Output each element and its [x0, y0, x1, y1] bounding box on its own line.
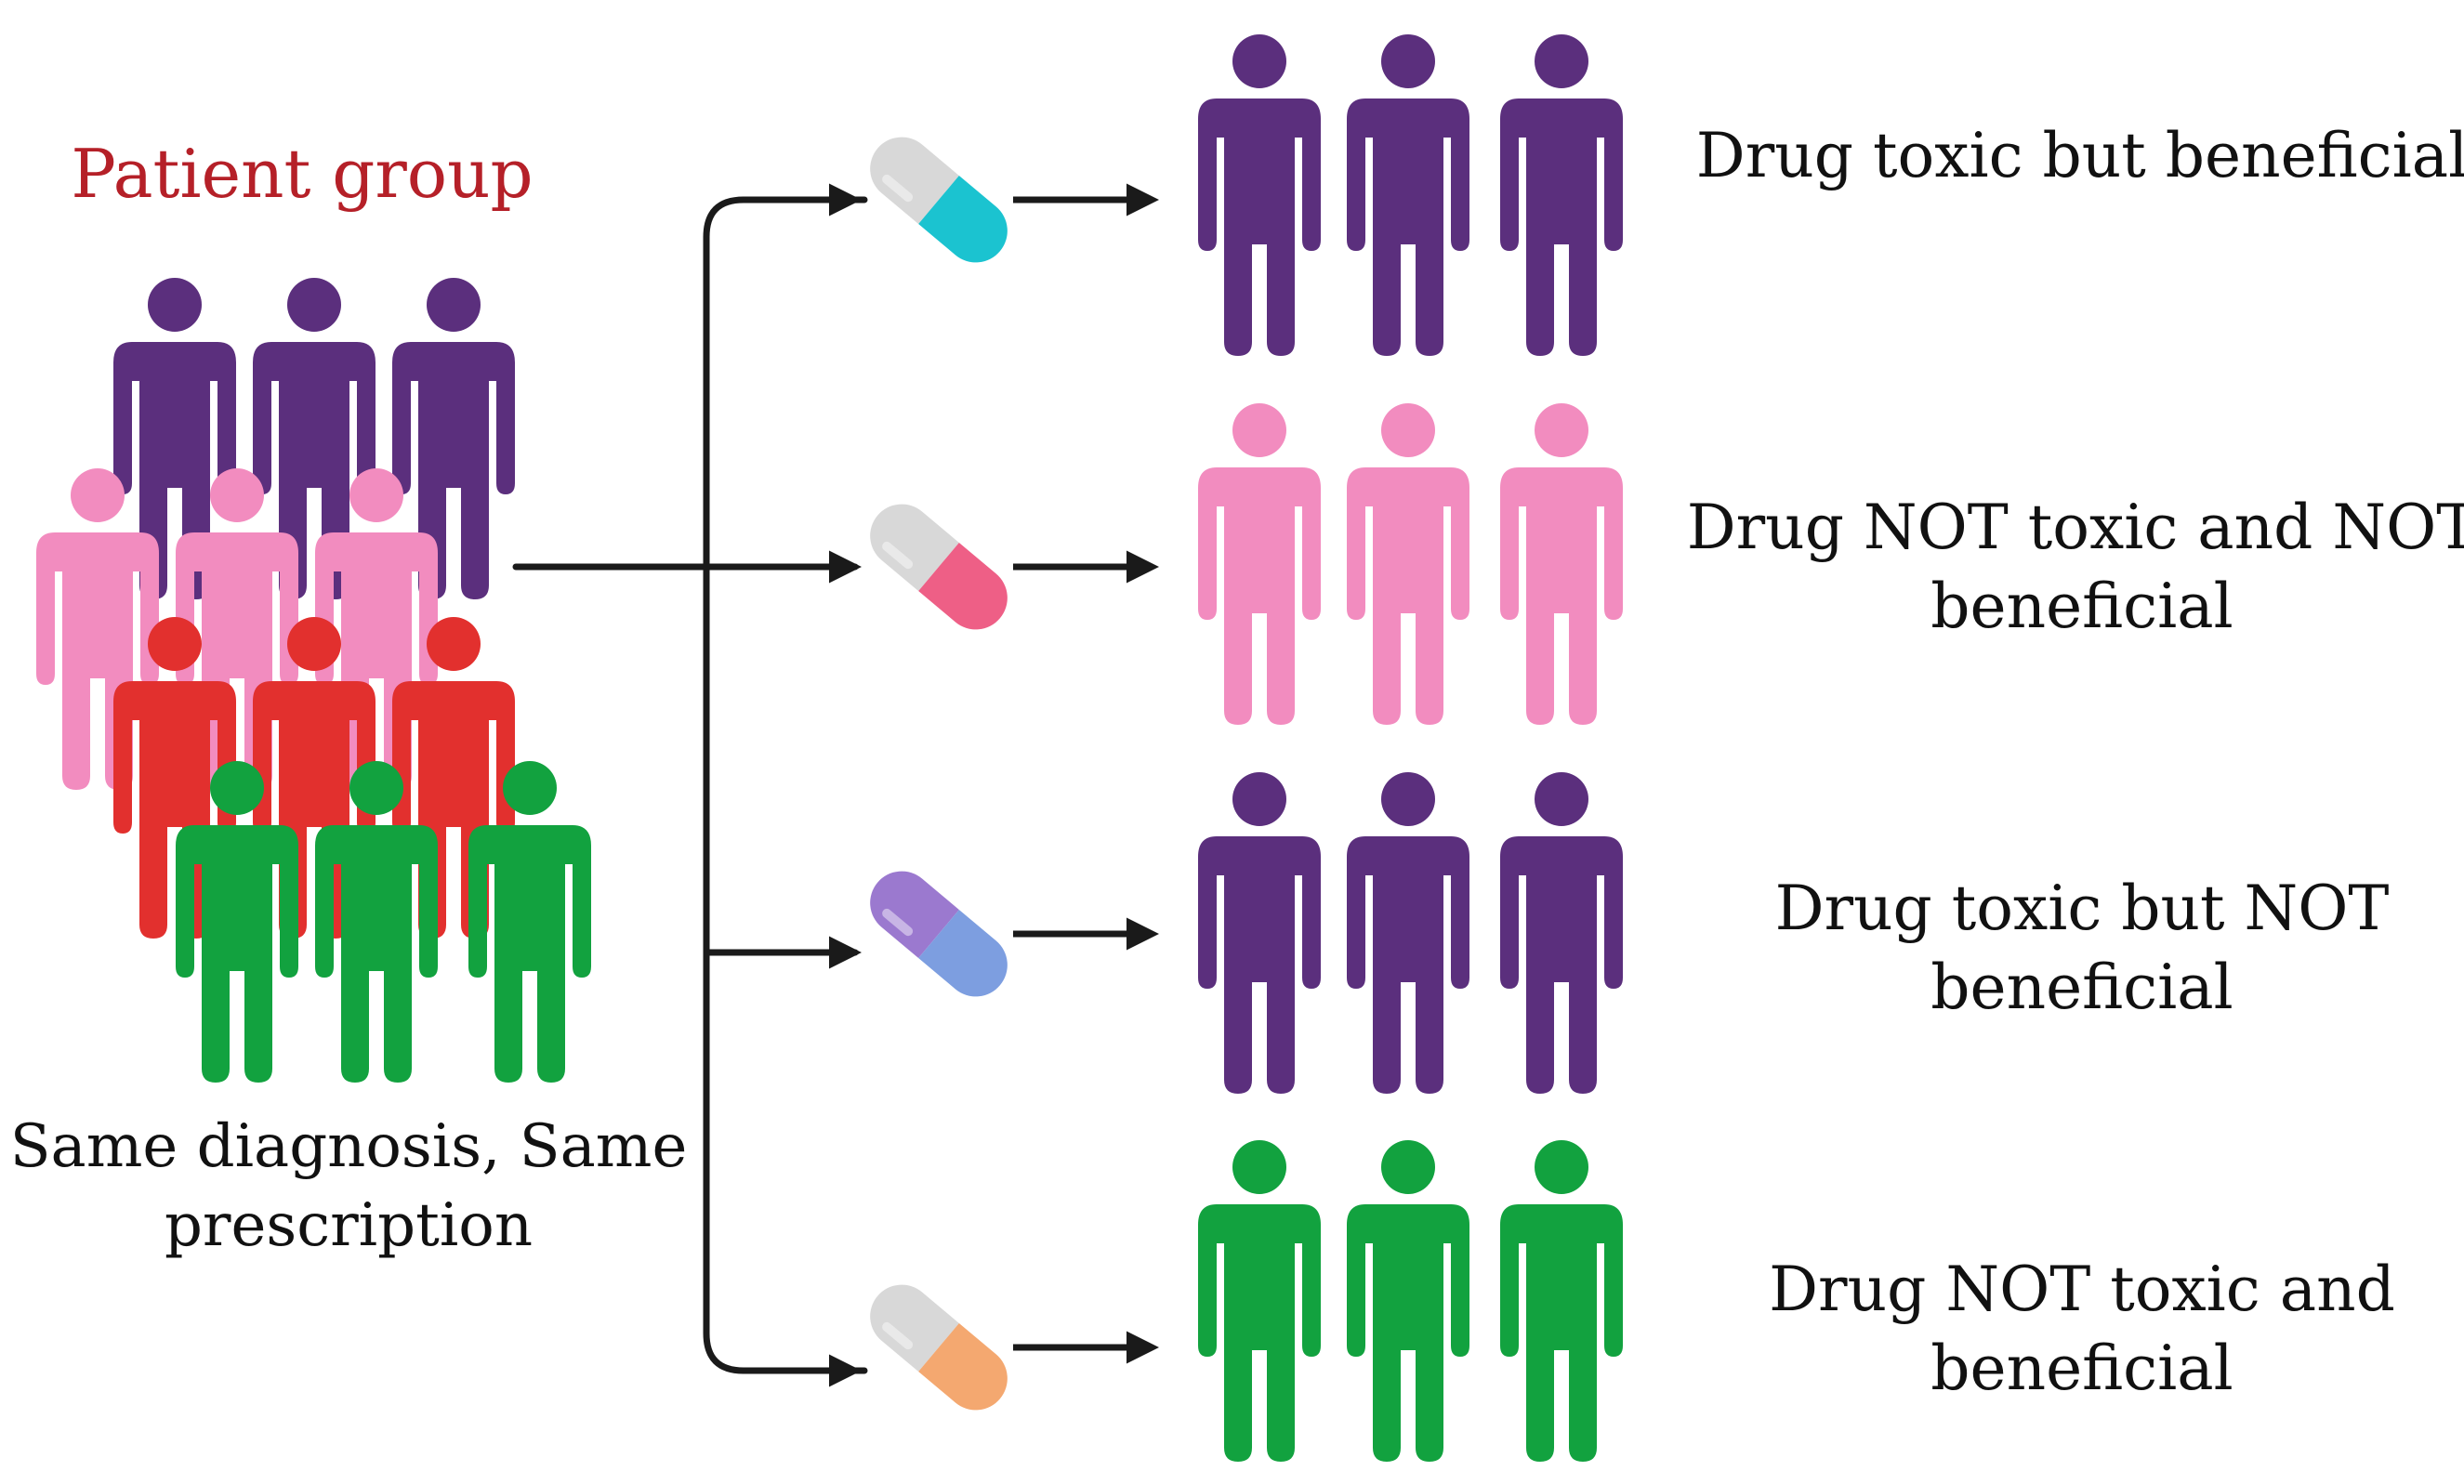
person-icon	[1347, 772, 1469, 1094]
person-icon	[1198, 403, 1321, 725]
person-icon	[1500, 34, 1623, 356]
branching-arrows	[512, 183, 868, 1387]
person-icon	[1500, 772, 1623, 1094]
capsule-icon	[870, 137, 1008, 263]
outcome-label-line1: Drug NOT toxic and	[1769, 1254, 2395, 1325]
outcome-label-line1: Drug toxic but NOT	[1775, 873, 2390, 944]
capsule-icon	[870, 1284, 1008, 1411]
capsule-icon	[870, 871, 1008, 997]
outcome-label-line1: Drug NOT toxic and NOT	[1687, 492, 2464, 563]
outcome-label-line2: beneficial	[1930, 571, 2233, 642]
outcome-label-line1: Drug toxic but beneficial	[1696, 120, 2464, 191]
person-icon	[1198, 772, 1321, 1094]
outcome-row: Drug toxic but NOT beneficial	[870, 772, 2390, 1094]
patient-group-caption-line2: prescription	[165, 1191, 533, 1260]
patient-group-caption-line1: Same diagnosis, Same	[10, 1112, 688, 1181]
person-icon	[1198, 34, 1321, 356]
outcome-row: Drug NOT toxic and NOT beneficial	[870, 403, 2464, 725]
person-icon	[1198, 1140, 1321, 1462]
patient-group-crowd	[36, 278, 591, 1083]
person-icon	[1500, 403, 1623, 725]
outcome-row: Drug toxic but beneficial	[870, 34, 2464, 356]
capsule-icon	[870, 504, 1008, 630]
patient-group-title: Patient group	[71, 135, 533, 213]
person-icon	[1347, 34, 1469, 356]
person-icon	[1347, 403, 1469, 725]
outcome-row: Drug NOT toxic and beneficial	[870, 1140, 2395, 1462]
person-icon	[1500, 1140, 1623, 1462]
outcome-label-line2: beneficial	[1930, 952, 2233, 1023]
outcome-label-line2: beneficial	[1930, 1333, 2233, 1404]
person-icon	[1347, 1140, 1469, 1462]
